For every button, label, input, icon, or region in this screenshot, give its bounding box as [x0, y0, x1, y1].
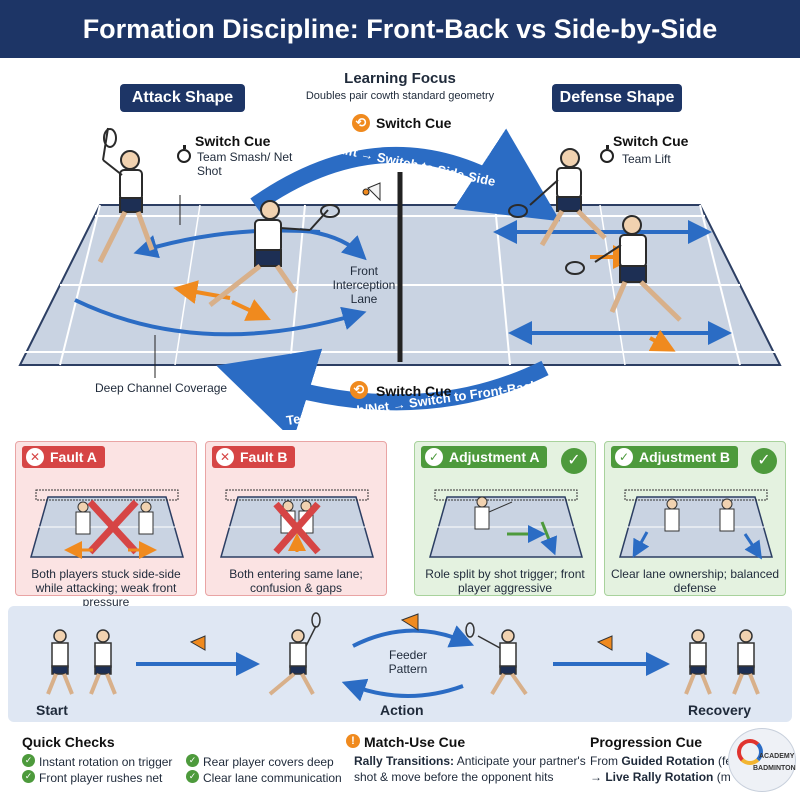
progression-bold: Live Rally Rotation [605, 770, 714, 784]
page-title: Formation Discipline: Front-Back vs Side… [0, 0, 800, 58]
attack-switch-cue-title: Switch Cue [195, 133, 271, 149]
progression-prefix: → [590, 770, 606, 784]
drill-recovery-label: Recovery [688, 702, 752, 718]
stopwatch-icon-defense [600, 145, 614, 163]
learning-focus-subtitle: Doubles pair cowth standard geometry [305, 90, 495, 102]
drill-player-start-2 [89, 629, 117, 695]
panel-adjustment-a: ✓ Adjustment A ✓ Role split by shot trigg… [414, 441, 596, 596]
quick-checks-title: Quick Checks [22, 734, 115, 750]
mini-court [619, 489, 773, 560]
panel-label: Fault A [50, 449, 97, 465]
drill-shuttle-1 [189, 635, 206, 651]
player-defense-1 [508, 148, 607, 247]
check-item: Instant rotation on trigger [22, 754, 172, 769]
academy-logo: ACADEMY BADMINTON [728, 728, 796, 792]
deep-channel-label: Deep Channel Coverage [95, 381, 228, 395]
logo-ring-icon [737, 739, 763, 765]
drill-player-action-1 [268, 612, 321, 696]
panel-header: ✕ Fault B [212, 446, 296, 468]
panel-header: ✓ Adjustment B [611, 446, 738, 468]
panel-caption: Both players stuck side-side while attac… [31, 567, 181, 609]
panel-header: ✕ Fault A [22, 446, 105, 468]
feeder-pattern-label: Feeder Pattern [388, 648, 428, 676]
drill-player-recovery-2 [732, 629, 760, 695]
switch-arrow-top [250, 128, 561, 222]
alert-icon: ! [346, 734, 360, 748]
match-use-line2: shot & move before the opponent hits [354, 770, 554, 784]
panel-fault-b: ✕ Fault B Both entering same lane; confus… [205, 441, 387, 596]
progression-bold: Guided Rotation [621, 754, 715, 768]
panel-label: Adjustment B [639, 449, 730, 465]
progression-prefix: From [590, 754, 622, 768]
attack-shape-label: Attack Shape [120, 84, 245, 112]
drill-shuttle-2 [400, 613, 419, 631]
drill-player-recovery-1 [684, 629, 712, 695]
drill-start-label: Start [36, 702, 68, 718]
player-attack-rear [97, 127, 155, 264]
mini-court [220, 489, 374, 558]
switch-cue-icon-top: ⟲ [352, 114, 370, 132]
defense-switch-cue-title: Switch Cue [613, 133, 689, 149]
player-defense-2 [565, 215, 682, 322]
progression-line2: → Live Rally Rotation (ma [590, 770, 730, 784]
panel-header: ✓ Adjustment A [421, 446, 548, 468]
switch-cue-top-title: Switch Cue [376, 115, 452, 131]
switch-cue-bottom-title: Switch Cue [376, 383, 452, 399]
panel-adjustment-b: ✓ Adjustment B ✓ Clear lane ownership; ba… [604, 441, 786, 596]
logo-text-2: BADMINTON [753, 765, 796, 772]
court-diagram: Team Lift → Switch to Side-Side Team Sma… [18, 127, 782, 430]
check-item: Front player rushes net [22, 770, 162, 785]
match-use-line1: Rally Transitions: Anticipate your partn… [354, 754, 586, 768]
mini-court [429, 489, 583, 558]
check-icon: ✓ [615, 448, 633, 466]
attack-switch-cue-text: Team Smash/ Net Shot [197, 150, 293, 178]
logo-text-1: ACADEMY [759, 753, 795, 760]
stopwatch-icon-attack [177, 145, 191, 163]
switch-cue-icon-bottom: ⟲ [350, 381, 368, 399]
panel-caption: Role split by shot trigger; front player… [425, 567, 585, 595]
progression-suffix: (fe [718, 754, 730, 768]
check-badge-icon: ✓ [561, 448, 587, 474]
drill-shuttle-3 [596, 635, 613, 651]
drill-strip: Feeder Pattern Start Action Recovery [8, 606, 792, 722]
match-use-label: Rally Transitions: [354, 754, 455, 768]
defense-shape-label: Defense Shape [552, 84, 682, 112]
progression-line1: From Guided Rotation (fe [590, 754, 730, 768]
panel-label: Fault B [240, 449, 288, 465]
shuttlecock-top [362, 182, 381, 202]
panel-caption: Clear lane ownership; balanced defense [610, 567, 780, 595]
match-use-text1: Anticipate your partner's [456, 754, 586, 768]
check-item: Clear lane communication [186, 770, 342, 785]
panel-label: Adjustment A [449, 449, 540, 465]
learning-focus-title: Learning Focus [344, 70, 456, 87]
drill-player-start-1 [46, 629, 74, 695]
x-icon: ✕ [216, 448, 234, 466]
switch-arrow-bottom [216, 348, 549, 430]
drill-action-label: Action [380, 702, 424, 718]
mini-court [30, 489, 184, 559]
match-use-title: Match-Use Cue [364, 734, 466, 750]
front-interception-lane-label: Front Interception Lane [332, 264, 396, 306]
check-badge-icon: ✓ [751, 448, 777, 474]
defense-switch-cue-text: Team Lift [622, 152, 671, 166]
panel-caption: Both entering same lane; confusion & gap… [229, 567, 363, 595]
progression-suffix: (ma [716, 770, 730, 784]
drill-player-action-2 [465, 622, 528, 696]
check-item: Rear player covers deep [186, 754, 334, 769]
progression-title: Progression Cue [590, 734, 703, 750]
check-icon: ✓ [425, 448, 443, 466]
player-attack-front [208, 200, 340, 307]
drill-figures [46, 612, 760, 702]
x-icon: ✕ [26, 448, 44, 466]
panel-fault-a: ✕ Fault A Both players stuck side-side wh… [15, 441, 197, 609]
